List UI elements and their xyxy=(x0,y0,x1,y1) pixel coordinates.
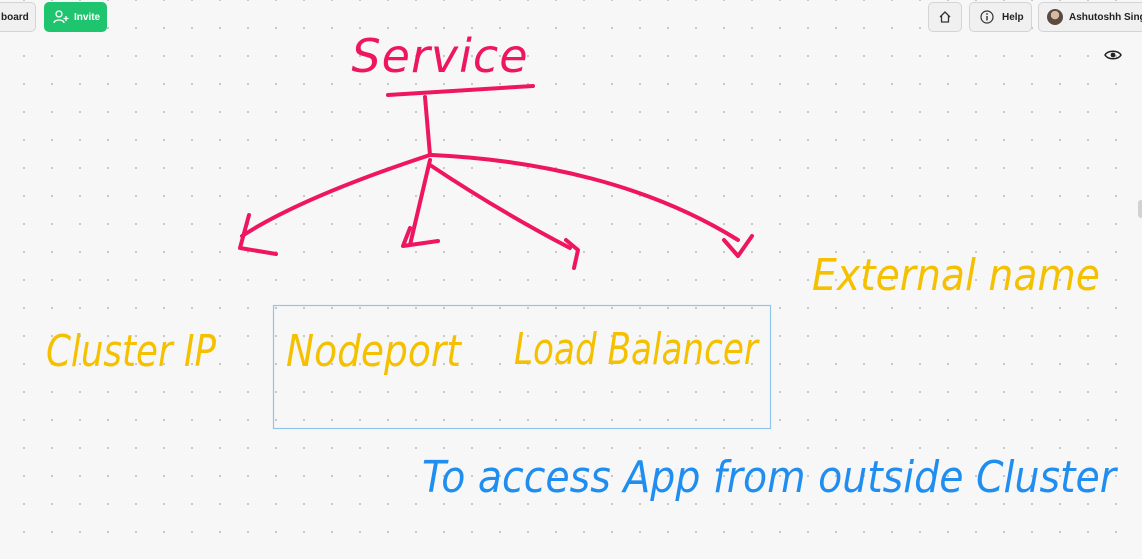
title-underline xyxy=(386,84,535,97)
invite-button[interactable]: Invite xyxy=(44,2,107,32)
home-button[interactable] xyxy=(928,2,962,32)
nodeport-label: Nodeport xyxy=(286,326,462,377)
avatar xyxy=(1047,9,1063,25)
external-name-label: External name xyxy=(812,250,1100,301)
eye-icon[interactable] xyxy=(1104,48,1122,62)
cluster-ip-label: Cluster IP xyxy=(46,326,216,377)
board-button[interactable]: board xyxy=(0,2,36,32)
user-menu-button[interactable]: Ashutoshh Singh xyxy=(1038,2,1142,32)
service-title: Service xyxy=(351,29,528,83)
scroll-handle[interactable] xyxy=(1138,200,1142,218)
info-icon xyxy=(980,10,994,24)
board-label: board xyxy=(1,11,29,23)
user-name: Ashutoshh Singh xyxy=(1069,11,1142,23)
help-button[interactable]: Help xyxy=(969,2,1032,32)
load-balancer-label: Load Balancer xyxy=(514,324,760,375)
home-icon xyxy=(939,11,951,23)
help-label: Help xyxy=(1002,11,1024,23)
outside-access-note: To access App from outside Cluster xyxy=(422,452,1119,503)
branch-arrows xyxy=(238,95,754,270)
selection-box[interactable] xyxy=(272,304,772,430)
person-add-icon xyxy=(53,10,69,24)
invite-label: Invite xyxy=(74,11,101,23)
